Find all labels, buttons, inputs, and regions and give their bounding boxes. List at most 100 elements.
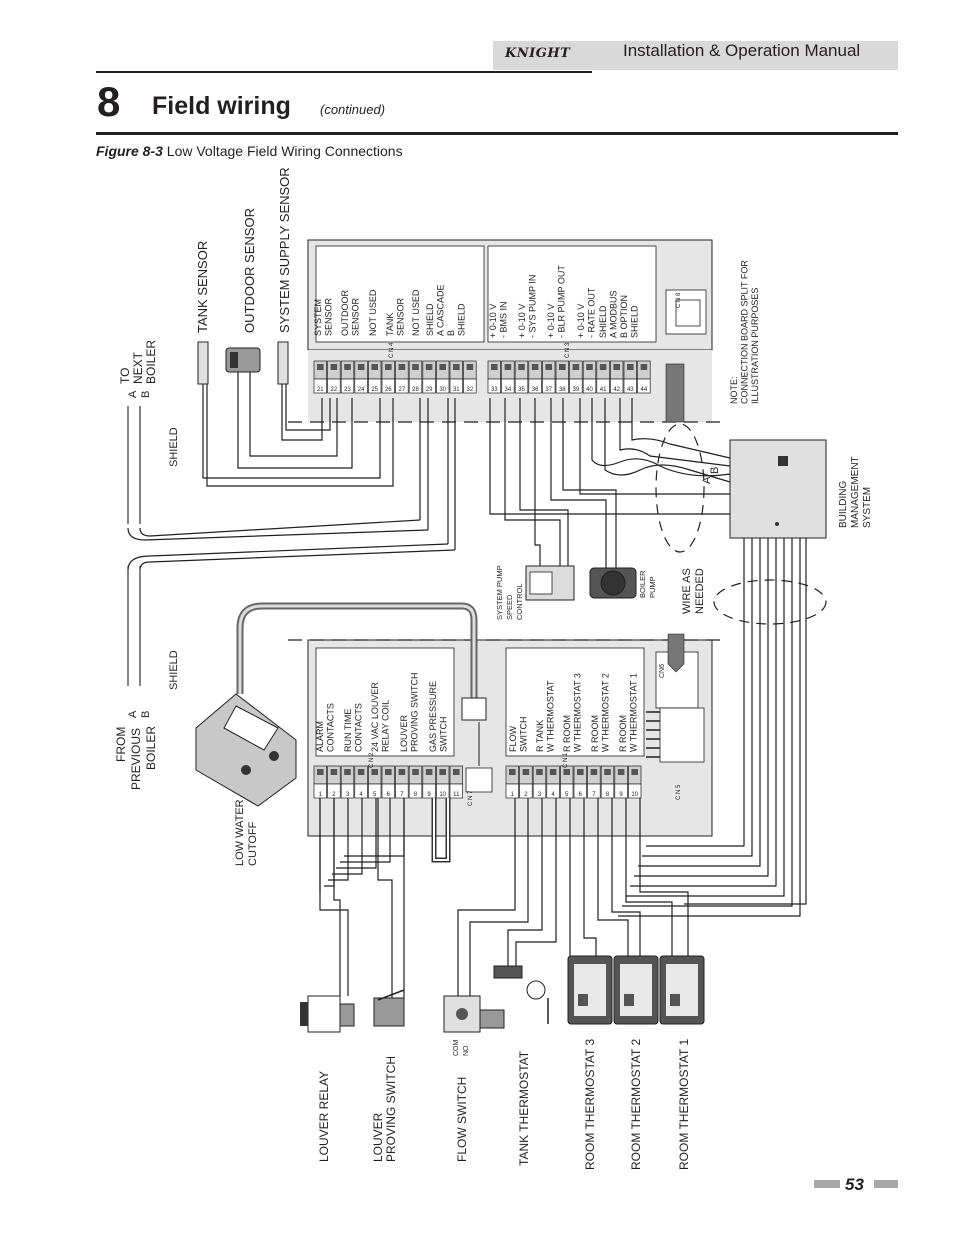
wire-as-needed-label: WIRE AS [681,568,693,614]
terminal-screw [466,364,474,370]
lower-left-label-panel [315,647,455,757]
terminal-label: W THERMOSTAT 3 [573,673,583,752]
terminal-number: 3 [538,792,542,798]
terminal-label: LOUVER [399,714,409,752]
terminal-opening [569,378,583,394]
terminal-label: NOT USED [411,289,421,336]
outdoor-sensor-wire [237,372,353,469]
room-thermostat-icon [578,994,588,1006]
terminal-label: SHIELD [457,303,467,336]
terminal-label: TANK [385,313,395,336]
gas-pressure-jumper [433,798,449,861]
outdoor-sensor-wire [249,372,338,457]
device-label: FLOW SWITCH [455,1077,469,1162]
terminal-label: + 0-10 V [488,304,498,338]
lower-left-wire [336,798,377,869]
terminal-opening [596,378,610,394]
bms-wire [642,538,753,857]
terminal-screw [453,364,460,370]
terminal-label: RELAY COIL [381,700,391,752]
device-label: ROOM THERMOSTAT 3 [583,1039,597,1170]
louver-relay-wire [319,798,349,996]
tank-sensor-wire [202,384,381,479]
terminal-number: 42 [613,387,620,393]
terminal-number: 2 [524,792,528,798]
terminal-opening [436,783,450,799]
boiler-pump-label: BOILER [638,570,647,598]
terminal-screw [559,364,566,370]
terminal-screw [371,364,378,370]
terminal-opening [582,378,597,394]
terminal-screw [439,364,446,370]
terminal-number: 37 [545,387,552,393]
terminal-opening [381,783,395,799]
terminal-label: - SYS PUMP IN [528,275,538,338]
louver-proving-wire [377,798,393,998]
system-pump-speed-control-label: CONTROL [515,583,524,620]
terminal-screw [627,364,634,370]
terminal-screw [453,769,460,775]
terminal-opening [628,783,642,799]
room-thermostat-2-wire [611,798,641,956]
lower-left-wire [328,798,349,881]
terminal-number: 27 [399,387,406,393]
terminal-screw [509,769,516,775]
terminal-number: 33 [491,387,498,393]
terminal-number: 34 [505,387,512,393]
section-subtitle: (continued) [320,102,386,117]
boiler-pump-icon [600,570,626,596]
terminal-opening [422,783,436,799]
terminal-number: 41 [600,387,607,393]
terminal-label: B [446,330,456,336]
terminal-opening [546,783,560,799]
wire-as-needed-label: NEEDED [694,568,706,614]
cn8-label: C N 8 [676,292,682,308]
terminal-label: SYSTEM [313,299,323,336]
terminal-label: R TANK [535,720,545,752]
terminal-screw [617,769,625,775]
terminal-label: SENSOR [351,297,361,336]
terminal-screw [586,364,593,370]
header-rule [96,71,592,73]
terminal-screw [518,364,525,370]
bms-label: MANAGEMENT [850,456,861,528]
terminal-label: W THERMOSTAT 1 [629,673,639,752]
terminal-opening [542,378,556,394]
terminal-label: SHIELD [425,303,435,336]
terminal-label: ALARM [315,721,325,752]
wire-as-needed-ellipse [713,579,827,625]
terminal-screw [412,769,419,775]
terminal-opening [354,783,368,799]
cn5-label: C N 5 [676,784,682,800]
terminal-opening [436,378,450,394]
system-pump-speed-control-icon [529,571,553,595]
louver-proving-switch-icon [373,997,405,1027]
terminal-label: A MODBUS [609,290,619,338]
terminal-number: 43 [627,387,634,393]
wire-as-needed-ellipse [655,423,705,553]
footer-bar-left [814,1180,840,1188]
cn8-socket [675,299,701,327]
page-number: 53 [845,1175,864,1194]
com-no-label: NO [463,1045,470,1056]
cn5-connector [659,707,705,763]
terminal-screw [344,769,351,775]
terminal-label: R ROOM [562,715,572,752]
terminal-opening [614,783,628,799]
terminal-number: 25 [371,387,378,393]
terminal-screw [572,364,580,370]
flow-switch-wire [457,798,516,996]
terminal-screw [330,364,338,370]
terminal-label: + 0-10 V [576,304,586,338]
terminal-number: 7 [400,792,404,798]
sensor-label: SYSTEM SUPPLY SENSOR [277,167,292,333]
terminal-label: NOT USED [368,289,378,336]
figure-label: Figure 8-3 [96,143,163,159]
cascade-cable-next [139,519,421,537]
tank-thermostat-icon [493,965,523,979]
tank-thermostat-icon [526,980,546,1000]
boiler-pump-wire [562,398,617,568]
